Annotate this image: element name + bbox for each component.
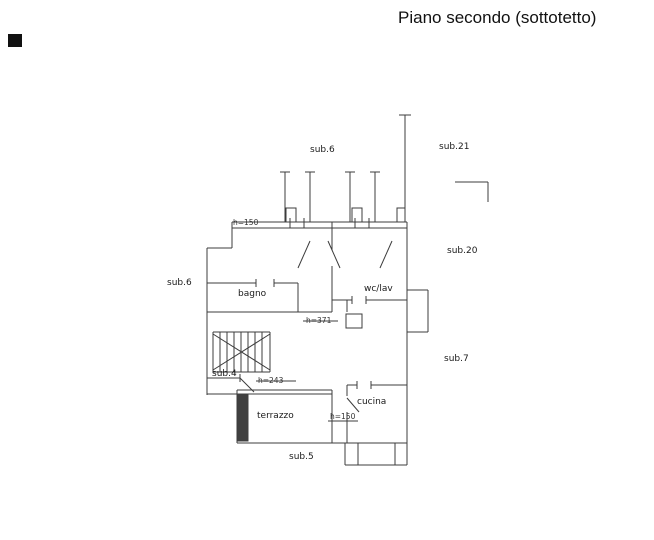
label-sub5: sub.5 bbox=[289, 452, 314, 462]
sub4-walls bbox=[207, 374, 241, 382]
room-label-wclav: wc/lav bbox=[364, 284, 393, 294]
bottom-balcony-walls bbox=[344, 443, 408, 466]
dormer-walls bbox=[280, 114, 411, 228]
terrazzo-walls bbox=[207, 380, 333, 443]
label-sub4: sub.4 bbox=[212, 369, 237, 379]
label-sub6-left: sub.6 bbox=[167, 278, 192, 288]
door-swing-marks bbox=[239, 240, 393, 413]
room-label-terrazzo: terrazzo bbox=[257, 411, 294, 421]
room-label-cucina: cucina bbox=[357, 397, 387, 407]
label-sub7: sub.7 bbox=[444, 354, 469, 364]
label-height-150-bottom: h=150 bbox=[330, 412, 356, 421]
label-height-243: h=243 bbox=[258, 376, 284, 385]
label-height-150-top: h=150 bbox=[233, 218, 259, 227]
staircase bbox=[212, 331, 271, 373]
page-title: Piano secondo (sottotetto) bbox=[398, 8, 597, 27]
room-label-bagno: bagno bbox=[238, 289, 267, 299]
label-sub20: sub.20 bbox=[447, 246, 478, 256]
label-height-371: h=371 bbox=[306, 316, 332, 325]
label-sub21: sub.21 bbox=[439, 142, 470, 152]
fixtures bbox=[303, 313, 363, 329]
right-annex-walls bbox=[407, 181, 489, 333]
page-corner-marker bbox=[8, 34, 22, 47]
cucina-walls bbox=[328, 381, 407, 443]
label-sub6-top: sub.6 bbox=[310, 145, 335, 155]
interior-walls bbox=[207, 222, 407, 313]
